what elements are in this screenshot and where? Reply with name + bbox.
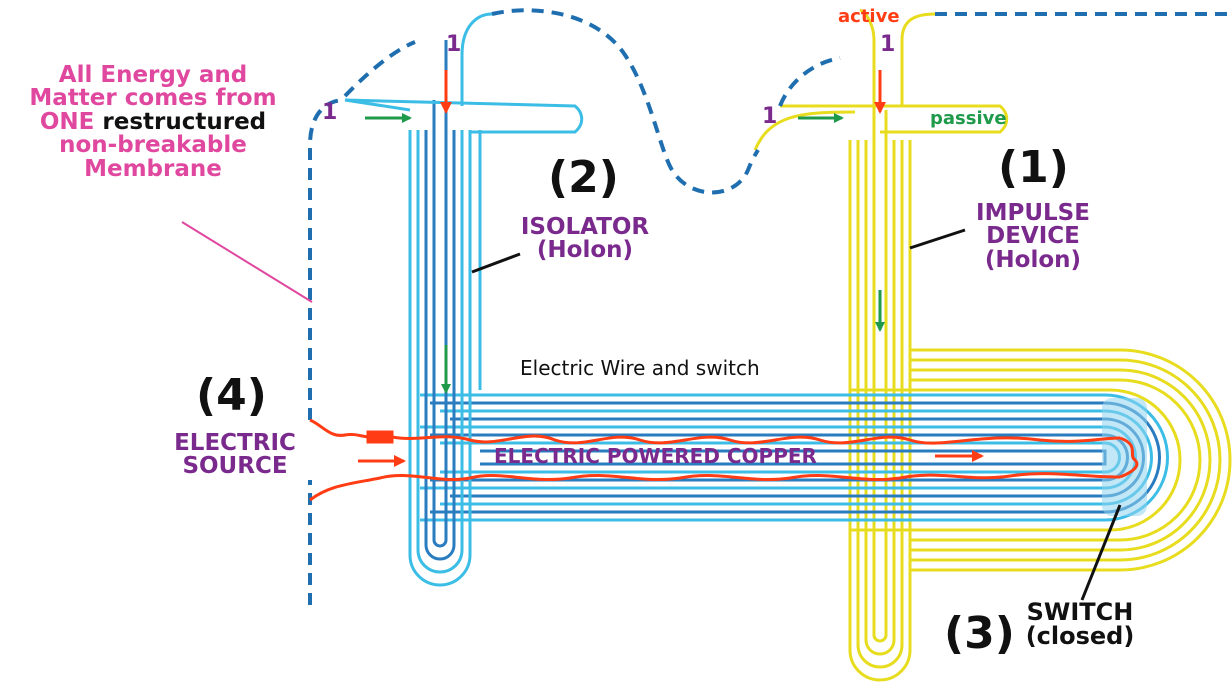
membrane-note-line-2: Matter comes from: [29, 85, 277, 112]
membrane-note-one: ONE: [39, 108, 95, 135]
switch-state: (closed): [1025, 622, 1135, 651]
membrane-pointer-line: [181, 221, 313, 303]
isolator-name: ISOLATOR: [520, 214, 650, 240]
membrane-note-line-1: All Energy and: [58, 62, 248, 88]
isolator-tubes: [408, 40, 482, 587]
source-name: ELECTRIC: [174, 430, 296, 456]
isolator-sub: (Holon): [536, 237, 634, 264]
impulse-sub: (Holon): [984, 246, 1082, 273]
isolator-number: (2): [548, 152, 619, 203]
membrane-note-line-5: Membrane: [84, 155, 222, 182]
impulse-top-label: 1: [880, 32, 896, 57]
isolator-pointer-line: [471, 252, 521, 274]
impulse-name-2: DEVICE: [986, 223, 1080, 250]
isolator-input-label: 1: [322, 100, 338, 125]
membrane-note: All Energy and Matter comes from ONE res…: [18, 62, 288, 182]
impulse-name-block: IMPULSE DEVICE (Holon): [958, 200, 1108, 273]
isolator-top-loop: [344, 12, 584, 134]
wire-label: Electric Wire and switch: [520, 356, 760, 380]
switch-number: (3): [944, 608, 1015, 659]
switch-name-block: SWITCH (closed): [1010, 600, 1150, 649]
copper-label: ELECTRIC POWERED COPPER: [494, 444, 817, 468]
passive-label: passive: [930, 108, 1007, 129]
isolator-top-label: 1: [446, 32, 462, 57]
impulse-input-label: 1: [762, 104, 778, 129]
switch-name: SWITCH: [1026, 598, 1134, 626]
membrane-note-restructured: restructured: [102, 108, 267, 135]
impulse-pointer-line: [909, 228, 966, 250]
switch-contact: [1102, 398, 1147, 516]
impulse-number: (1): [998, 142, 1069, 193]
impulse-outer-loops: [850, 348, 1232, 572]
impulse-name: IMPULSE: [976, 200, 1090, 226]
switch-pointer-line: [1080, 504, 1122, 601]
source-name-block: ELECTRIC SOURCE: [160, 430, 310, 480]
impulse-top-loop: [753, 8, 1009, 151]
active-label: active: [838, 6, 900, 27]
membrane-note-line-4: non-breakable: [59, 132, 247, 159]
source-number: (4): [196, 370, 267, 421]
electric-wire: [309, 418, 1139, 502]
membrane-dashed-line: [308, 8, 1232, 605]
impulse-device-tubes: [848, 110, 912, 682]
source-name-2: SOURCE: [182, 453, 288, 480]
isolator-name-block: ISOLATOR (Holon): [510, 214, 660, 264]
